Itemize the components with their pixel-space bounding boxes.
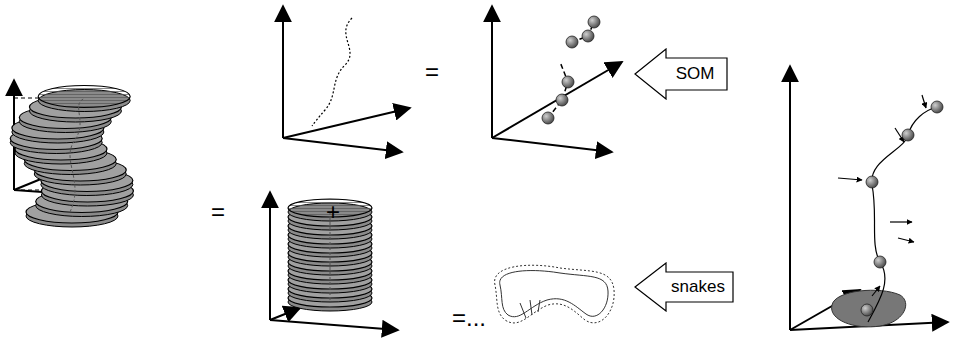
arrow-shape bbox=[635, 49, 727, 99]
beads bbox=[542, 16, 600, 124]
operator-sign: = bbox=[425, 58, 439, 86]
axes-beads bbox=[492, 6, 622, 152]
arrow-label: snakes bbox=[668, 277, 728, 297]
arrow-label: SOM bbox=[668, 64, 722, 84]
operator-sign: =... bbox=[452, 304, 486, 332]
axes-right bbox=[790, 66, 948, 330]
arrow-shape bbox=[635, 263, 733, 311]
block-arrow: snakes bbox=[634, 262, 734, 312]
force-arrows bbox=[838, 95, 926, 296]
axes-cylinder bbox=[270, 192, 398, 330]
slice-stack bbox=[10, 86, 133, 228]
bead-chain bbox=[868, 107, 937, 322]
block-arrow: SOM bbox=[634, 48, 728, 100]
beads-right bbox=[861, 101, 943, 316]
contour bbox=[495, 265, 615, 323]
operator-sign: + bbox=[326, 198, 340, 226]
cylinder-stack bbox=[288, 199, 372, 311]
operator-sign: = bbox=[211, 198, 225, 226]
axes-curve bbox=[283, 6, 410, 152]
